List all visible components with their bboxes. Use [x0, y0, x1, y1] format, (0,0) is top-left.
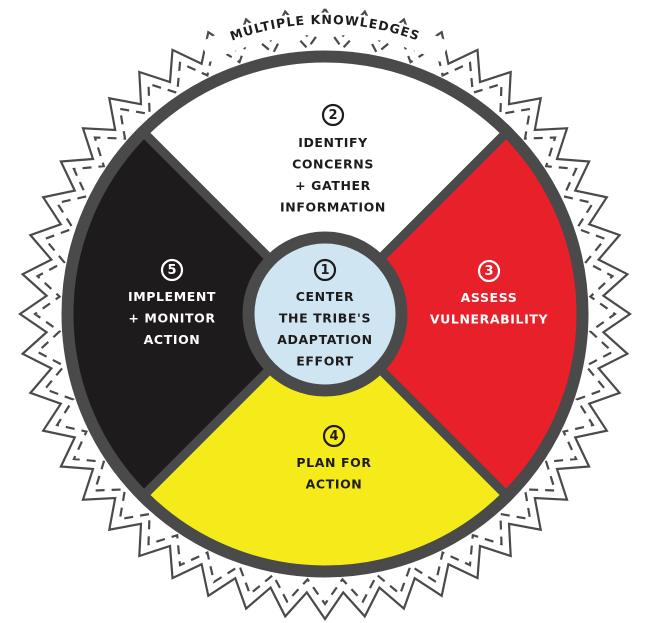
step-5-number-badge — [160, 258, 184, 282]
zigzag-border-decoration — [18, 8, 632, 621]
step-2-text-line: INFORMATION — [280, 200, 386, 215]
zigzag-outer-line — [18, 8, 632, 621]
step-4-text-line: ACTION — [306, 477, 363, 492]
step-4-number: 4 — [329, 429, 338, 444]
step-3-number-badge — [477, 259, 501, 283]
step-1-number: 1 — [320, 263, 329, 278]
step-2-text-line: CONCERNS — [292, 157, 374, 172]
step-5-text-line: + MONITOR — [128, 311, 215, 326]
zigzag-inner-dashed-line — [33, 23, 617, 606]
step-2-number: 2 — [328, 108, 337, 123]
step-1-text-line: EFFORT — [296, 354, 353, 369]
step-5-text-line: IMPLEMENT — [128, 289, 216, 304]
step-5-text-line: ACTION — [144, 332, 201, 347]
step-4-text-line: PLAN FOR — [296, 455, 371, 470]
ring-title-backing — [200, 12, 450, 62]
step-1-text-line: THE TRIBE'S — [279, 311, 371, 326]
step-2-text-line: IDENTIFY — [298, 135, 368, 150]
step-1-number-badge — [313, 258, 337, 282]
outer-ring-outline — [61, 50, 589, 578]
step-3-text-line: VULNERABILITY — [430, 312, 549, 327]
step-5-number: 5 — [167, 263, 176, 278]
step-4-number-badge — [322, 424, 346, 448]
center-circle — [245, 234, 405, 394]
step-1-text-line: CENTER — [296, 289, 354, 304]
step-3-text-line: ASSESS — [461, 290, 518, 305]
step-3-number: 3 — [484, 264, 493, 279]
step-2-text-line: + GATHER — [295, 178, 371, 193]
step-2-number-badge — [321, 103, 345, 127]
step-1-text-line: ADAPTATION — [277, 332, 372, 347]
